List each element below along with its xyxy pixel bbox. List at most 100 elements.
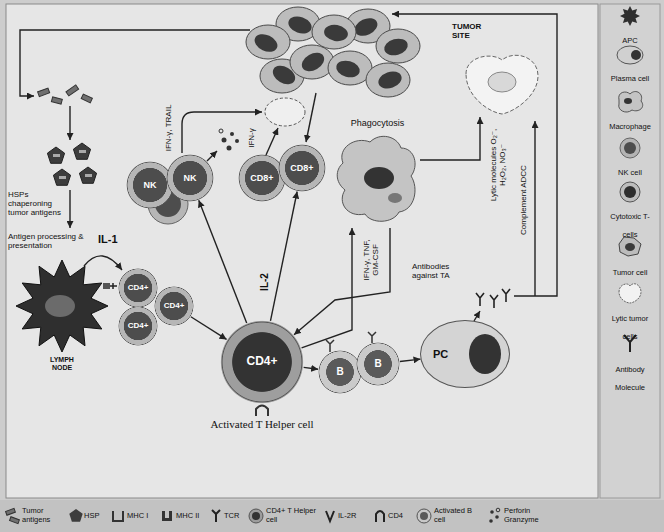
node-label: Phagocytosis [335, 118, 420, 128]
tcr-icon [212, 510, 220, 522]
lytic-tumor-site: TUMOR SITE [452, 22, 547, 117]
macrophage-icon-inclusion [624, 98, 632, 104]
node-label: B [374, 358, 381, 370]
legend-strip-icons [6, 508, 500, 523]
tumor-cell [376, 29, 420, 63]
legend-item: Perforin Granzyme [504, 500, 556, 532]
arrow-connector [191, 317, 227, 340]
macrophage-icon [619, 92, 643, 113]
node-label: NK [144, 180, 157, 190]
helper-t-icon-core [252, 512, 260, 520]
arrow [474, 311, 480, 321]
arrow-connector [302, 228, 352, 348]
il2r-icon [326, 511, 334, 521]
b-cell: B [356, 342, 400, 386]
macrophage-outline [335, 118, 420, 228]
edge-label: IL-2 [259, 273, 271, 291]
tumor-nucleus [334, 58, 361, 80]
arrow [392, 14, 557, 296]
arrow-connector [294, 228, 390, 335]
annotation-label: Antigen processing & presentation [8, 232, 88, 250]
antigen-fragment [53, 154, 60, 157]
legend-item: APC [601, 29, 659, 47]
tumor-antigen-icon [6, 508, 16, 515]
perforin-dot [230, 132, 234, 136]
legend-text: IL-2R [338, 512, 356, 521]
tumor-nucleus [252, 31, 281, 56]
tumor-cell-icon [619, 237, 641, 256]
pathway-arrows [20, 14, 557, 321]
arrow-connector [270, 192, 297, 321]
perforin-dot [222, 138, 227, 143]
plasma-cell: PC [420, 320, 510, 388]
node-label: CD4+ [164, 301, 185, 310]
legend-item: MHC I [127, 500, 157, 532]
tumor-cell [290, 45, 334, 79]
antigen-presenting-cell [16, 260, 117, 352]
node-label: CD8+ [250, 173, 273, 183]
immune-cell: CD4+ [118, 268, 158, 308]
cytotoxic-t-icon-core [624, 186, 636, 198]
macrophage-body [337, 136, 415, 221]
arrow [534, 121, 535, 296]
macrophage-nucleus [388, 193, 402, 203]
antigen-fragment [51, 97, 62, 104]
legend-text: TCR [224, 512, 239, 521]
legend-text: MHC II [176, 512, 199, 521]
hsp-complexes [47, 143, 96, 185]
plasma-cell-icon [617, 46, 643, 64]
b-cell-icon-core [420, 512, 428, 520]
perforin-icon [489, 519, 493, 523]
annotation-label: IL-1 [98, 233, 118, 246]
cd4-icon [376, 511, 384, 522]
perforin-dot [227, 146, 232, 151]
legend-column-icons [617, 6, 643, 352]
immune-cell: CD4+ [154, 286, 194, 326]
legend-item: HSP [84, 500, 108, 532]
mhc-i-icon [113, 511, 123, 521]
node-label: CD4+ [246, 355, 277, 369]
plasma-cell-nucleus [469, 334, 501, 374]
antibody-symbol [490, 295, 498, 308]
tumor-cell [246, 25, 290, 59]
helper-t-icon [249, 509, 263, 523]
cytotoxic-t-icon [620, 182, 640, 202]
tumor-nucleus [323, 23, 349, 43]
granzyme-icon [496, 508, 500, 512]
arrow [69, 190, 70, 228]
node-label: CD4+ [128, 283, 149, 292]
tumor-cell [328, 51, 372, 85]
helper-t-cell: CD4+Activated T Helper cell [220, 320, 304, 404]
b-cell-icon [417, 509, 431, 523]
arrow [84, 256, 122, 270]
tumor-antigens [38, 85, 93, 104]
legend-item: CD4+ T Helper cell [266, 500, 318, 532]
legend-item: Antibody Molecule [605, 358, 655, 394]
legend-text: Antibody Molecule [615, 365, 645, 392]
legend-text: Lytic tumor cells [612, 314, 648, 341]
lytic-cell-outline [466, 55, 538, 114]
hsp-icon [69, 509, 82, 522]
plasma-cell-icon-nucleus [631, 50, 641, 60]
arrow-connector [304, 367, 319, 369]
hsp-symbol [47, 147, 64, 163]
annotation-label: LYMPH NODE [44, 356, 80, 372]
tumor-cell [312, 15, 356, 49]
tumor-nucleus [299, 49, 328, 75]
cd4-symbol [256, 406, 268, 417]
legend-item: MHC II [176, 500, 208, 532]
node-label: TUMOR SITE [452, 22, 496, 40]
tumor-cell-icon-nucleus [625, 243, 635, 251]
antibody-symbol [476, 293, 484, 306]
hsp-symbol [53, 169, 70, 185]
legend-item: Activated B cell [434, 500, 484, 532]
annotation-label: IFN-γ, TRAIL [164, 105, 173, 152]
antibodies [476, 289, 510, 308]
immune-cell: NK [166, 154, 214, 202]
lytic-cell-nucleus [488, 72, 516, 92]
tumor-nucleus [382, 36, 409, 58]
legend-text: APC [622, 36, 637, 45]
tumor-mass [246, 7, 420, 97]
